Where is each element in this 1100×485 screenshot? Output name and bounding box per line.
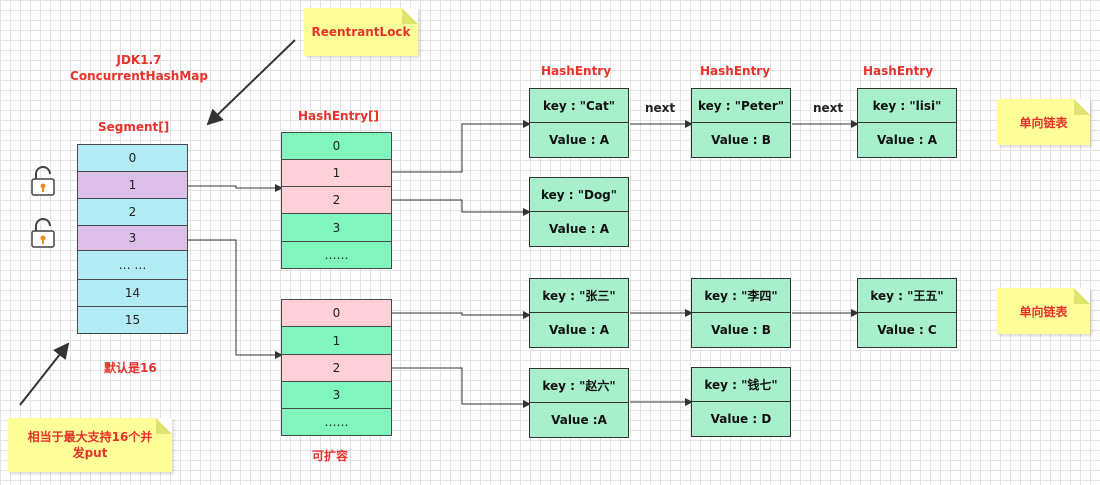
reentrant-note: ReentrantLock <box>304 8 418 56</box>
entry-value: Value :A <box>551 413 607 427</box>
entry-value: Value : B <box>711 133 771 147</box>
segment-row: 15 <box>77 306 188 334</box>
entry-key: key : "Dog" <box>530 178 628 212</box>
reentrant-note-text: ReentrantLock <box>311 25 411 39</box>
table1-row: 0 <box>281 132 392 160</box>
seg1-to-table1 <box>188 184 283 192</box>
linked-list-note-text: 单向链表 <box>1019 304 1068 319</box>
t2r0-to-zhangsan <box>392 311 531 319</box>
table2-row: …… <box>281 408 392 436</box>
entry-value: Value : C <box>877 323 937 337</box>
entry-key: key : "lisi" <box>858 89 956 123</box>
segment-row: … … <box>77 250 188 280</box>
lock-icon <box>31 218 55 248</box>
table2-row: 3 <box>281 381 392 409</box>
segment-row: 1 <box>77 171 188 199</box>
segment-row: 14 <box>77 279 188 307</box>
default-size-label: 默认是16 <box>104 361 157 375</box>
t1r2-to-dog <box>392 199 531 216</box>
hash-entry: key : "王五" Value : C <box>857 278 957 348</box>
hash-entry: key : "Peter" Value : B <box>691 88 791 158</box>
entry-key: key : "王五" <box>858 279 956 313</box>
entry-key: key : "钱七" <box>692 368 790 402</box>
linked-list-note: 单向链表 <box>997 99 1090 145</box>
table1-row: 3 <box>281 213 392 242</box>
table2-row: 2 <box>281 354 392 382</box>
title-line2: ConcurrentHashMap <box>70 69 208 83</box>
diagram-title: JDK1.7 ConcurrentHashMap <box>60 52 218 84</box>
hash-entry: key : "李四" Value : B <box>691 278 791 348</box>
segment-row: 0 <box>77 144 188 172</box>
table2-row: 0 <box>281 299 392 327</box>
entry-value: Value : A <box>549 323 609 337</box>
concurrency-note-text: 相当于最大支持16个并发put <box>27 430 153 460</box>
table2-row: 1 <box>281 326 392 355</box>
entry-key: key : "Cat" <box>530 89 628 123</box>
hash-entry: key : "赵六" Value :A <box>529 368 629 438</box>
table1-row: 1 <box>281 159 392 187</box>
entry-value: Value : D <box>710 412 772 426</box>
entry-key: key : "Peter" <box>692 89 790 123</box>
title-line1: JDK1.7 <box>116 53 162 67</box>
lock-icon <box>31 166 55 196</box>
entry-key: key : "李四" <box>692 279 790 313</box>
reentrant-arrow <box>206 39 296 126</box>
t2r2-to-zhaoliu <box>392 367 531 408</box>
linked-list-note-text: 单向链表 <box>1019 115 1068 130</box>
hash-entry: key : "Dog" Value : A <box>529 177 629 247</box>
entry-value: Value : A <box>549 133 609 147</box>
entry-value: Value : A <box>549 222 609 236</box>
hash-entry: key : "钱七" Value : D <box>691 367 791 437</box>
entry-value: Value : A <box>877 133 937 147</box>
segment-row: 2 <box>77 198 188 226</box>
hash-entry: key : "lisi" Value : A <box>857 88 957 158</box>
entry-value: Value : B <box>711 323 771 337</box>
entry-key: key : "张三" <box>530 279 628 313</box>
hashentry-label: HashEntry <box>863 64 934 78</box>
seg3-to-table2 <box>188 239 283 359</box>
next-label: next <box>645 101 676 115</box>
hashentry-label: HashEntry <box>700 64 771 78</box>
hash-entry: key : "Cat" Value : A <box>529 88 629 158</box>
next-label: next <box>813 101 844 115</box>
concurrency-arrow <box>19 342 70 406</box>
concurrency-note: 相当于最大支持16个并发put <box>8 418 172 472</box>
hash-entry: key : "张三" Value : A <box>529 278 629 348</box>
hashentry-array-label: HashEntry[] <box>298 109 380 123</box>
t1r1-to-cat <box>392 120 531 173</box>
entry-key: key : "赵六" <box>530 369 628 403</box>
expandable-label: 可扩容 <box>312 449 349 463</box>
linked-list-note: 单向链表 <box>997 288 1090 334</box>
segment-row: 3 <box>77 225 188 251</box>
table1-row: …… <box>281 241 392 269</box>
segment-label: Segment[] <box>98 120 170 134</box>
hashentry-label: HashEntry <box>541 64 612 78</box>
table1-row: 2 <box>281 186 392 214</box>
